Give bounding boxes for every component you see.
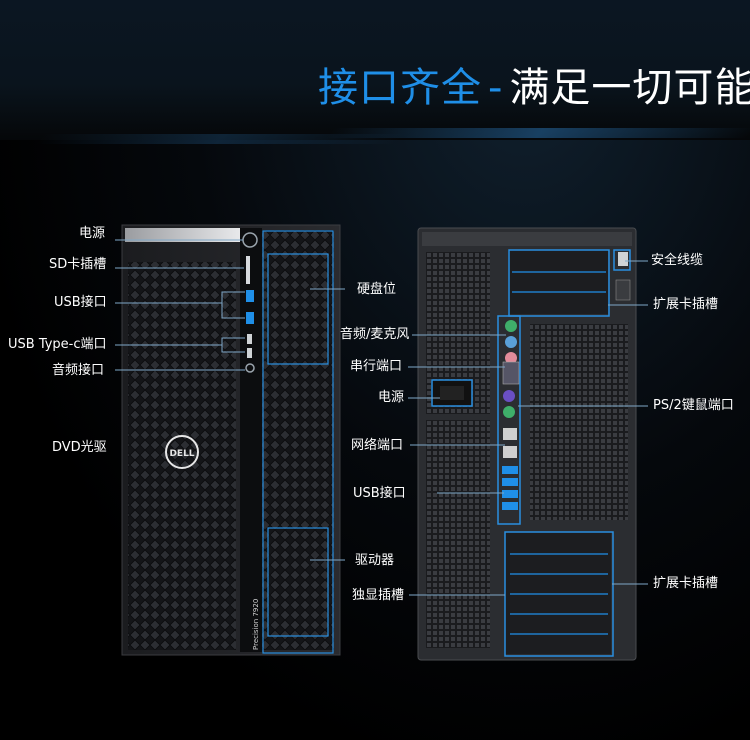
label-usb-c: USB Type-c端口 bbox=[8, 337, 107, 352]
label-serial: 串行端口 bbox=[350, 359, 403, 374]
label-front-power: 电源 bbox=[79, 226, 106, 241]
dell-logo-text: DELL bbox=[169, 449, 194, 459]
label-network: 网络端口 bbox=[351, 438, 404, 453]
label-gpu-slot: 独显插槽 bbox=[352, 588, 405, 603]
label-audio: 音频接口 bbox=[52, 363, 105, 378]
header-band bbox=[0, 0, 750, 140]
label-security-cable: 安全线缆 bbox=[651, 253, 704, 268]
rear-highlight-boxes bbox=[497, 249, 631, 657]
label-expansion-top: 扩展卡插槽 bbox=[653, 297, 719, 312]
label-audio-mic: 音频/麦克风 bbox=[340, 327, 410, 342]
rear-expansion-slots bbox=[510, 271, 608, 635]
front-leader-lines bbox=[115, 239, 345, 561]
headline-accent: 接口齐全 bbox=[318, 65, 482, 111]
label-sd-slot: SD卡插槽 bbox=[49, 257, 107, 272]
label-dvd: DVD光驱 bbox=[52, 440, 107, 455]
label-ps2: PS/2键鼠端口 bbox=[653, 398, 734, 413]
dell-logo-icon bbox=[165, 435, 199, 469]
model-text: Precision 7920 bbox=[252, 599, 260, 650]
headline-rest: 满足一切可能 bbox=[509, 65, 750, 111]
front-tower: DELL Precision 7920 bbox=[121, 224, 341, 656]
headline: 接口齐全-满足一切可能 bbox=[318, 62, 750, 114]
rear-leader-lines bbox=[408, 260, 648, 596]
headline-separator: - bbox=[488, 65, 504, 111]
label-expansion-bottom: 扩展卡插槽 bbox=[653, 576, 719, 591]
label-rear-usb: USB接口 bbox=[353, 486, 406, 501]
label-hdd-bay: 硬盘位 bbox=[357, 282, 397, 297]
label-front-usb: USB接口 bbox=[54, 295, 107, 310]
label-drive: 驱动器 bbox=[355, 553, 395, 568]
label-rear-power: 电源 bbox=[378, 390, 405, 405]
